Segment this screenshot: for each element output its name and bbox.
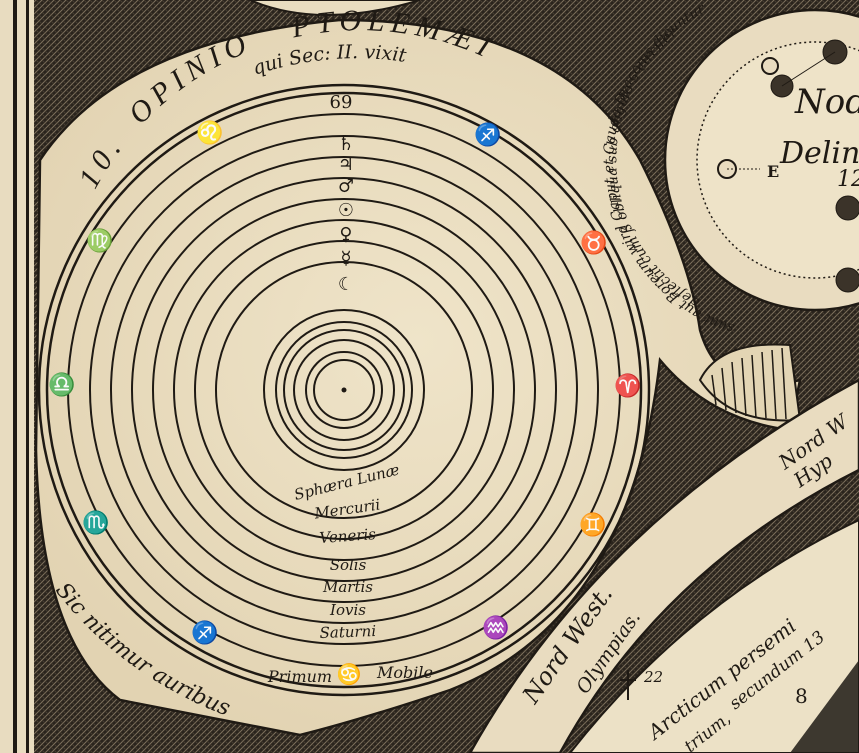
sphere-ring (215, 261, 473, 519)
nodes-letter: E (767, 162, 779, 181)
zodiac-gemini-icon: ♊ (579, 512, 606, 538)
zodiac-virgo-icon: ♍ (86, 228, 113, 254)
planet-symbol: ♂ (338, 176, 354, 197)
zodiac-scorpio-icon: ♏ (82, 510, 109, 536)
sphere-rings (37, 83, 651, 697)
cross-mark (620, 670, 636, 700)
zodiac-aquarius-icon: ♒ (482, 615, 509, 641)
scale-bar (790, 660, 859, 753)
mobile-label: Mobile (376, 663, 433, 682)
zodiac-taurus-icon: ♉ (580, 230, 607, 256)
mark-22: 22 (643, 668, 663, 686)
sphere-ring (194, 240, 494, 540)
sphere-label: Saturni (319, 622, 376, 642)
planet-symbols: ♄♃♂ ☉ ♀ ☿ ☾ (338, 134, 354, 295)
nodes-orbit (696, 41, 859, 279)
sphere-label: Veneris (319, 525, 377, 547)
sphere-ring (263, 309, 425, 471)
sphere-label: Iovis (329, 601, 366, 619)
sphere-ring (283, 329, 405, 451)
zodiac-sagittarius-icon: ♐ (474, 122, 501, 148)
zodiac-aries-icon: ♈ (614, 373, 641, 399)
lower-band-inner (568, 518, 859, 753)
sphere-ring (173, 219, 515, 561)
planet-symbol: ♀ (339, 224, 352, 245)
num-8: 8 (795, 684, 808, 708)
planet-symbol: ☿ (340, 248, 351, 269)
sphere-ring (67, 113, 621, 667)
sphere-ring (110, 156, 578, 624)
sphere-label: Solis (330, 556, 367, 574)
zodiac-libra-icon: ♎ (48, 372, 75, 398)
zodiac-leo-icon: ♌ (196, 120, 223, 146)
sphere-ring (45, 91, 643, 689)
cancer-center-glyph: ♋ (337, 662, 362, 686)
primum-label: Primum (267, 667, 332, 686)
earth-center (341, 387, 347, 393)
ribbon-curl-shading (711, 347, 787, 420)
top-ribbon-fragment (249, 0, 421, 16)
sphere-ring (305, 351, 383, 429)
sphere-count: 69 (330, 92, 353, 113)
sphere-ring (131, 177, 557, 603)
sphere-ring (313, 359, 375, 421)
sphere-ring (293, 339, 395, 441)
zodiac-signs: ♌ ♐ ♍ ♉ ♎ ♈ ♏ ♊ ♐ ♒ (48, 120, 641, 646)
sphere-ring (275, 321, 413, 459)
nodes-word-1: Nodi (794, 82, 859, 122)
planet-symbol: ♄ (338, 134, 354, 155)
sphere-label: Martis (322, 578, 373, 596)
sphere-ring (37, 83, 651, 697)
planet-symbol: ☾ (338, 274, 354, 295)
sphere-ring (89, 135, 599, 645)
nodes-numeral: 12 (837, 167, 859, 192)
planet-symbol: ☉ (338, 200, 354, 221)
zodiac-sagittarius-lower-icon: ♐ (191, 620, 218, 646)
sphere-ring (152, 198, 536, 582)
planet-symbol: ♃ (338, 154, 354, 175)
nodes-planets (717, 39, 859, 293)
nodes-word-2: Delin (779, 136, 859, 171)
